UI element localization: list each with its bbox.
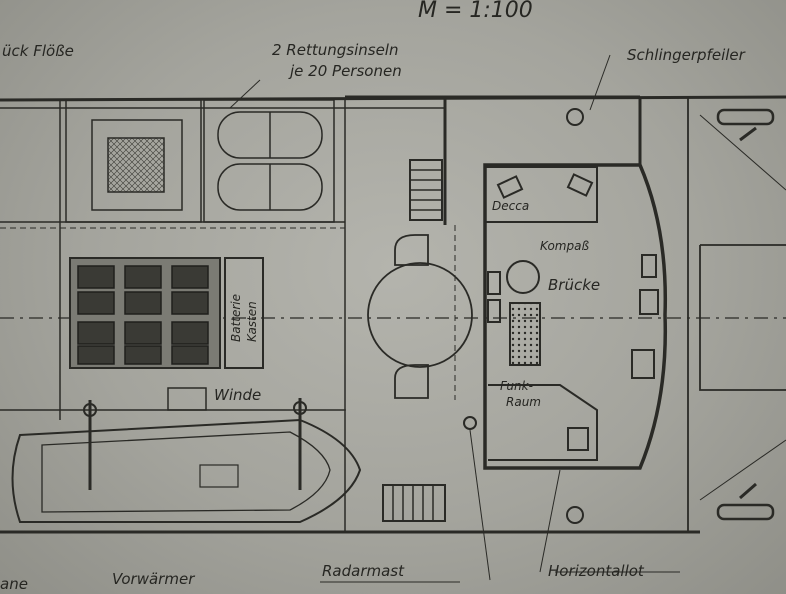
label-batterie: Batterie	[229, 293, 243, 342]
label-radarmast: Radarmast	[322, 562, 404, 580]
tanks	[367, 234, 473, 399]
lifeboat	[11, 387, 362, 523]
label-kompass: Kompaß	[540, 239, 590, 253]
label-vorwaermer: Vorwärmer	[112, 570, 195, 588]
label-schlingerpfeiler: Schlingerpfeiler	[627, 46, 745, 64]
liferafts-drawing	[203, 99, 335, 223]
bridge-house	[345, 95, 668, 470]
label-raum: Raum	[506, 395, 541, 409]
scale-label: M = 1:100	[418, 0, 533, 23]
label-horizontallot: Horizontallot	[548, 562, 644, 580]
battery-boxes	[69, 257, 264, 369]
right-deck	[687, 97, 786, 532]
stairs-upper	[409, 159, 443, 221]
label-decca: Decca	[492, 199, 530, 213]
label-kasten: Kasten	[245, 301, 259, 342]
label-persons: je 20 Personen	[290, 62, 402, 80]
label-floesse: ück Flöße	[2, 42, 74, 60]
label-bruecke: Brücke	[548, 276, 601, 294]
label-funk: Funk-	[500, 379, 533, 393]
leader-lines	[229, 54, 680, 583]
liferaft-container	[65, 99, 202, 223]
label-liferafts: 2 Rettungsinseln	[272, 41, 399, 59]
label-winde: Winde	[214, 386, 262, 404]
stairs-lower	[382, 484, 446, 522]
label-fragment-bottom: ane	[0, 575, 28, 593]
